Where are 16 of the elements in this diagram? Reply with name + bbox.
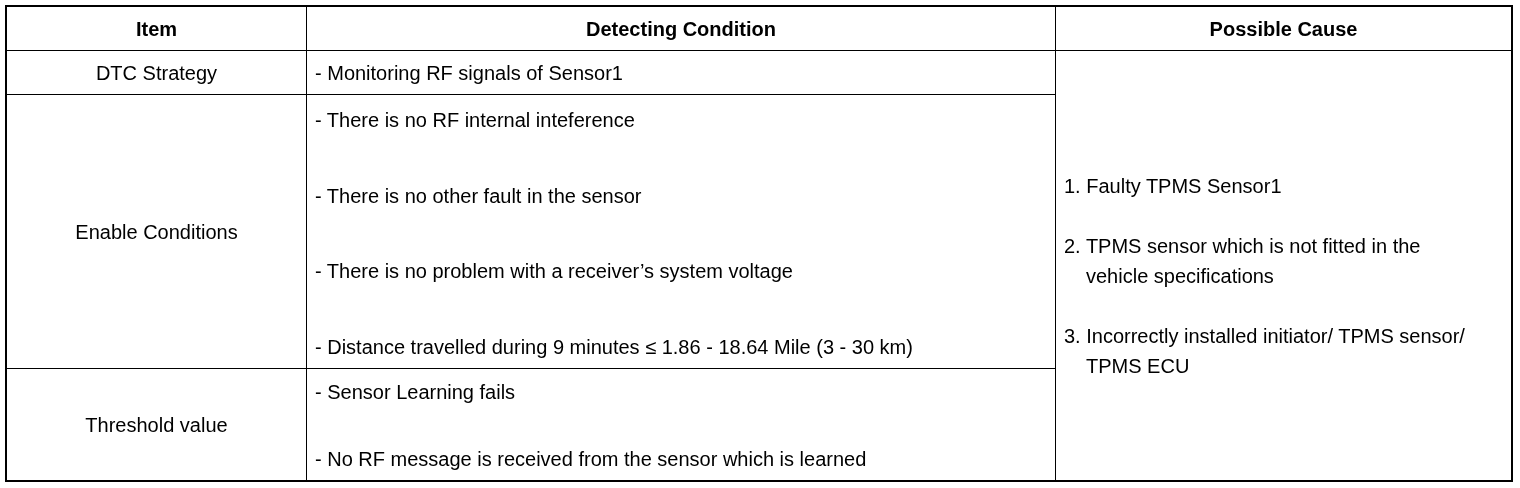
condition-text: - Distance travelled during 9 minutes ≤ 1.86 - 18.64 Mile (3 - 30 km) <box>315 334 914 360</box>
condition-text: - Sensor Learning fails <box>315 380 517 405</box>
condition-text: - No RF message is received from the sensor which is learned <box>315 447 868 472</box>
cause-text: 2. TPMS sensor which is not fitted in the vehicle specifications <box>1064 233 1422 289</box>
item-text: DTC Strategy <box>95 60 218 86</box>
cause-text: 3. Incorrectly installed initiator/ TPMS sensor/ TPMS ECU <box>1064 323 1466 379</box>
column-header: Item <box>135 16 178 42</box>
item-text: Enable Conditions <box>75 219 238 245</box>
condition-text: - Monitoring RF signals of Sensor1 <box>315 60 624 86</box>
condition-text: - There is no problem with a receiver’s system voltage <box>315 259 794 285</box>
column-header: Detecting Condition <box>586 16 776 42</box>
condition-text: - There is no other fault in the sensor <box>315 183 643 209</box>
cause-text: 1. Faulty TPMS Sensor1 <box>1064 173 1283 199</box>
condition-text: - There is no RF internal inteference <box>315 108 636 133</box>
item-text: Threshold value <box>85 412 228 438</box>
column-header: Possible Cause <box>1209 16 1358 42</box>
